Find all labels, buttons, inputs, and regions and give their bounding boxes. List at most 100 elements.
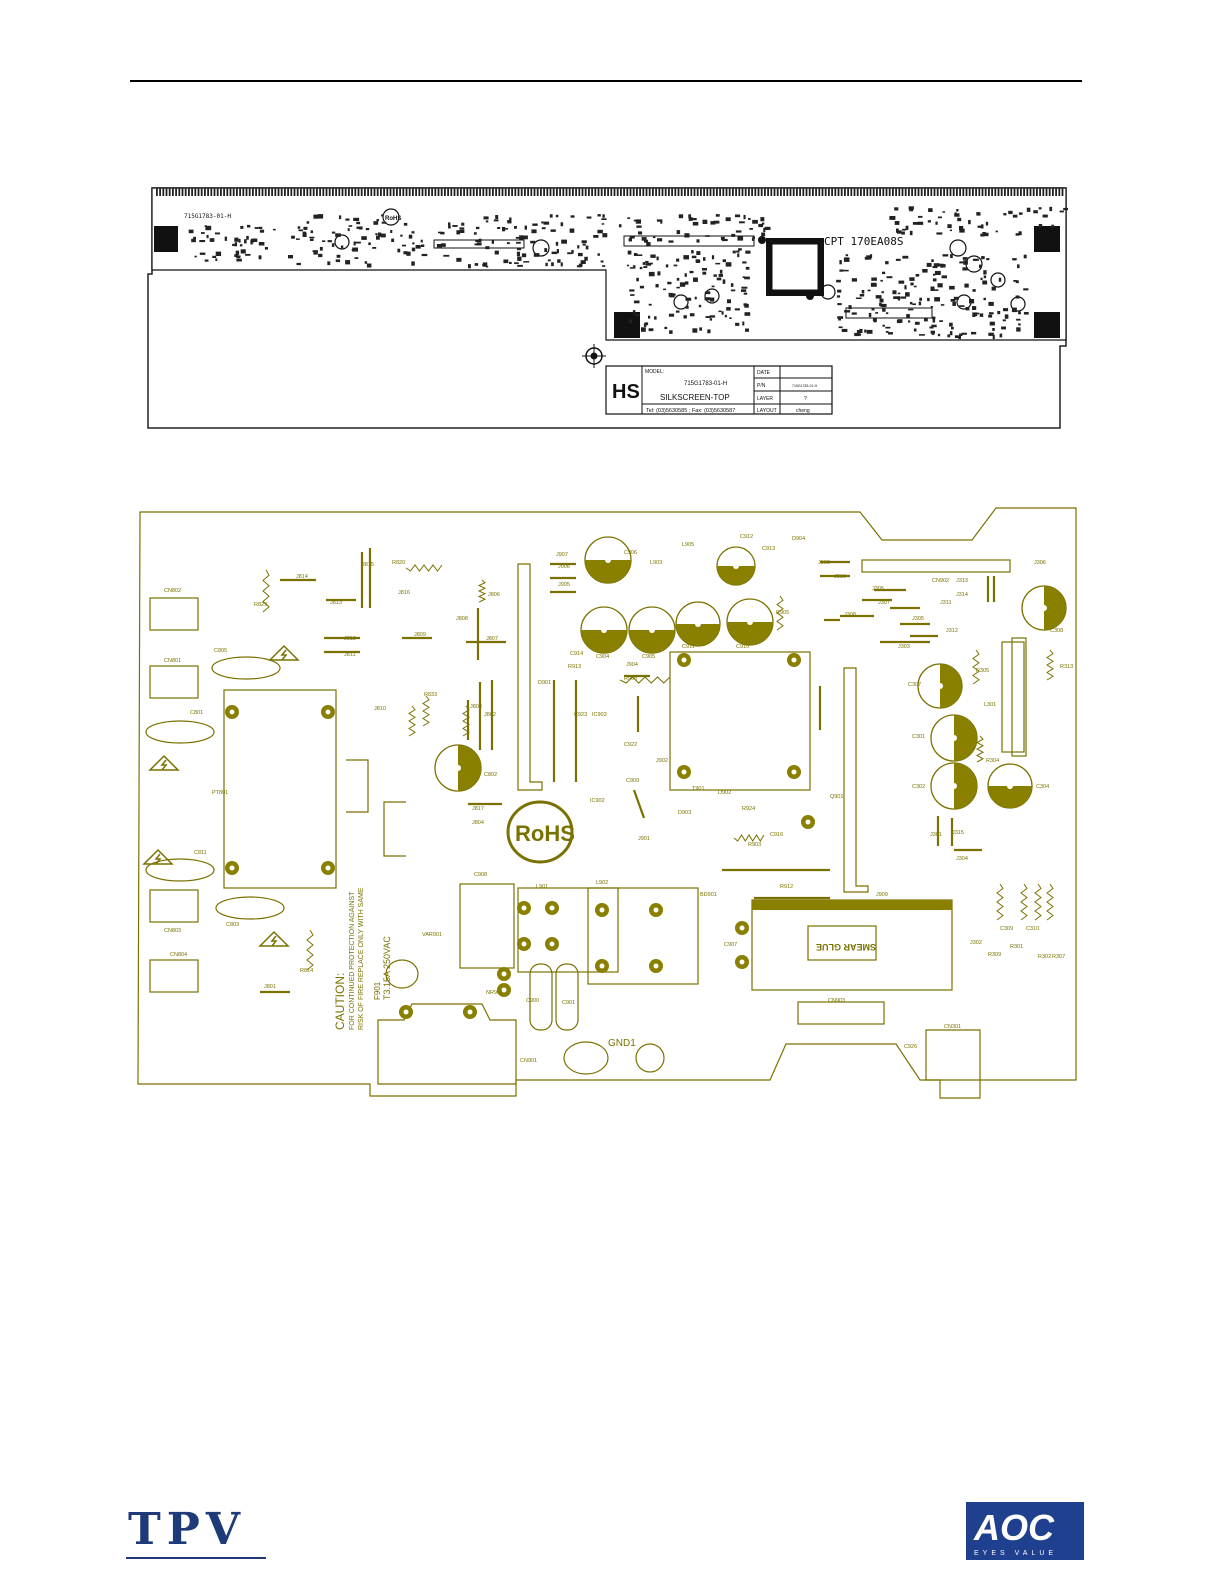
ref-label-r924: R924 (742, 806, 755, 812)
ref-label-r908: R908 (624, 676, 637, 682)
ref-label-l301: L301 (984, 702, 996, 708)
ref-label-j907: J907 (556, 552, 568, 558)
ref-label-c301: C301 (912, 734, 925, 740)
ref-label-r301: R301 (1010, 944, 1023, 950)
ref-label-j906: J906 (558, 564, 570, 570)
ref-label-r814: R814 (300, 968, 313, 974)
gnd-label: GND1 (608, 1038, 636, 1049)
ref-label-c912: C912 (740, 534, 753, 540)
ref-label-j802: J802 (484, 712, 496, 718)
ref-label-r905: R905 (776, 610, 789, 616)
ref-label-j304: J304 (956, 856, 968, 862)
ref-label-j809: J809 (414, 632, 426, 638)
ref-label-c916: C916 (770, 832, 783, 838)
ref-label-j806: J806 (488, 592, 500, 598)
ref-label-c926: C926 (904, 1044, 917, 1050)
ref-label-j303: J303 (898, 644, 910, 650)
ref-label-j305: J305 (912, 616, 924, 622)
ref-label-l901: L901 (536, 884, 548, 890)
top-board-number: 715G1783-01-H (184, 213, 231, 220)
ref-label-j801: J801 (264, 984, 276, 990)
ref-label-cn903: CN903 (828, 998, 845, 1004)
ref-label-c307: C307 (908, 682, 921, 688)
ref-label-t901: T901 (692, 786, 705, 792)
ref-label-pt801: PT801 (212, 790, 228, 796)
svg-text:AOC: AOC (973, 1507, 1055, 1548)
title-model-value: 715G1783-01-H (684, 381, 727, 387)
svg-text:TPV: TPV (128, 1504, 246, 1555)
ref-label-r309: R309 (988, 952, 1001, 958)
header-rule (130, 80, 1082, 82)
ref-label-j812: J812 (344, 636, 356, 642)
title-layout-value: cheng (796, 408, 810, 414)
bottom-pcb-silkscreen: RoHS CAUTION: FOR CONTINUED PROTECTION A… (137, 507, 1077, 1099)
ref-label-c901: C901 (562, 1000, 575, 1006)
ref-label-j813: J813 (330, 600, 342, 606)
ref-label-q901: Q901 (830, 794, 843, 800)
title-layer-value: ? (804, 396, 807, 402)
ref-label-d902: D902 (718, 790, 731, 796)
ref-label-c906: C906 (624, 550, 637, 556)
aoc-tagline: EYES VALUE (974, 1550, 1057, 1557)
ref-label-r305: R305 (976, 668, 989, 674)
ref-label-r302: R302 (1038, 954, 1051, 960)
tpv-logo: TPV (126, 1504, 266, 1559)
title-layer-label: LAYER (757, 396, 773, 402)
ref-label-c304: C304 (1036, 784, 1049, 790)
title-pn-value: 715G1783-01-H (792, 384, 818, 388)
ref-label-c905: C905 (642, 654, 655, 660)
ref-label-j905: J905 (558, 582, 570, 588)
fuse-rating: T3.15A 250VAC (382, 936, 392, 1000)
ref-label-j310: J310 (834, 574, 846, 580)
ref-label-c909: C909 (626, 778, 639, 784)
ref-label-cn901: CN901 (520, 1058, 537, 1064)
aoc-logo: AOC EYES VALUE (966, 1502, 1084, 1560)
ref-label-cn803: CN803 (164, 928, 181, 934)
ref-label-j311: J311 (940, 600, 952, 606)
ref-label-r307: R307 (1052, 954, 1065, 960)
ref-label-c900: C900 (526, 998, 539, 1004)
ref-label-j307: J307 (878, 600, 890, 606)
ref-label-d904: D904 (792, 536, 805, 542)
ref-label-c922: C922 (624, 742, 637, 748)
title-model-label: MODEL: (645, 369, 664, 375)
ref-label-c910: C910 (736, 644, 749, 650)
ref-label-j807: J807 (486, 636, 498, 642)
ref-label-j804: J804 (472, 820, 484, 826)
title-date-label: DATE (757, 370, 771, 376)
ref-label-cn804: CN804 (170, 952, 187, 958)
title-phone: Tel: (03)5630585 ; Fax: (03)5630587 (646, 408, 735, 414)
top-rohs-label: RoHS (385, 216, 401, 222)
ref-label-nr901: NR901 (486, 990, 503, 996)
ref-label-c911: C911 (682, 644, 695, 650)
ref-label-r903: R903 (748, 842, 761, 848)
ref-label-cn301: CN301 (944, 1024, 961, 1030)
ref-label-j909: J909 (876, 892, 888, 898)
ref-label-r304: R304 (986, 758, 999, 764)
ref-label-var901: VAR901 (422, 932, 442, 938)
caution-line1: FOR CONTINUED PROTECTION AGAINST (349, 891, 356, 1030)
title-silk-label: SILKSCREEN-TOP (660, 393, 730, 402)
ref-label-cn802: CN802 (164, 588, 181, 594)
ref-label-j303s: J305 (872, 586, 884, 592)
ref-label-c908: C908 (474, 872, 487, 878)
ref-label-c914: C914 (570, 651, 583, 657)
ref-label-j302: J302 (970, 940, 982, 946)
ref-label-c801: C801 (190, 710, 203, 716)
top-pcb-silkscreen: 715G1783-01-H CPT 170EA08S RoHS HS MODEL… (147, 187, 1068, 429)
ref-label-j808: J808 (456, 616, 468, 622)
ref-label-j312: J312 (946, 628, 958, 634)
ref-label-j306: J306 (1034, 560, 1046, 566)
ref-label-j315: J315 (952, 830, 964, 836)
ref-label-j811: J811 (344, 652, 356, 658)
ref-label-c310: C310 (1026, 926, 1039, 932)
ref-label-r829: R829 (254, 602, 267, 608)
title-layout-label: LAYOUT (757, 408, 777, 414)
ref-label-j817: J817 (472, 806, 484, 812)
ref-label-d903: D903 (678, 810, 691, 816)
ref-label-j301: J301 (930, 832, 942, 838)
ref-label-r833: R833 (424, 692, 437, 698)
ref-label-c803: C803 (226, 922, 239, 928)
smear-glue-label: SMEAR GLUE (816, 942, 876, 952)
ref-label-d901: D901 (538, 680, 551, 686)
